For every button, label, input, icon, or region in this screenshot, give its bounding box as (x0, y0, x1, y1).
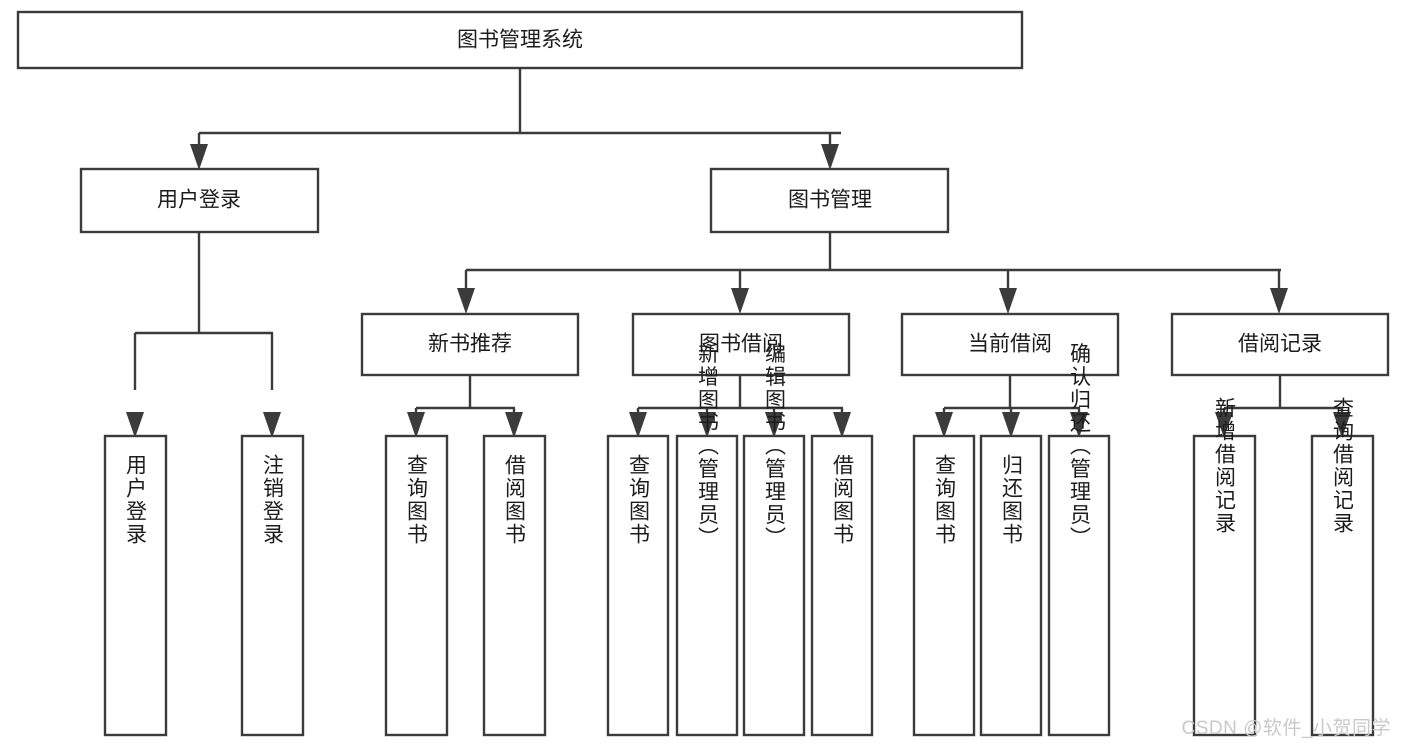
leaf-node-user-login-1[interactable]: 用户登录 (103, 434, 168, 737)
leaf-label: 确认归还（管理员） (1068, 343, 1092, 550)
leaf-node-new-book-2[interactable]: 借阅图书 (482, 434, 547, 737)
arrow-nb-to-leaf-2 (505, 412, 523, 438)
leaf-label: 查询图书 (405, 454, 429, 546)
leaf-label: 新增借阅记录 (1213, 397, 1237, 535)
node-user-login-label: 用户登录 (157, 189, 241, 212)
leaf-node-current-borrow-2[interactable]: 归还图书 (979, 434, 1043, 737)
arrow-cb-to-leaf-1 (935, 412, 953, 438)
leaf-box (606, 434, 670, 737)
leaf-box (1310, 434, 1375, 737)
leaf-box (1192, 434, 1257, 737)
leaf-node-book-borrow-1[interactable]: 查询图书 (606, 434, 670, 737)
node-new-book-recommend-box (360, 312, 580, 377)
leaf-node-borrow-record-1[interactable]: 新增借阅记录 (1192, 397, 1257, 737)
leaf-box (103, 434, 168, 737)
arrow-bb-to-leaf-1 (629, 412, 647, 438)
leaf-box (979, 434, 1043, 737)
leaf-node-book-borrow-3[interactable]: 编辑图书（管理员） (742, 343, 806, 737)
leaf-node-current-borrow-3[interactable]: 确认归还（管理员） (1047, 343, 1111, 737)
node-current-borrow-label: 当前借阅 (968, 333, 1052, 356)
leaf-box (482, 434, 547, 737)
arrow-cb-to-leaf-2 (1002, 412, 1020, 438)
arrow-bm-to-new-book (457, 288, 475, 314)
node-current-borrow[interactable]: 当前借阅 (900, 312, 1120, 377)
arrow-root-to-user-login (190, 144, 208, 170)
arrow-bm-to-book-borrow (731, 288, 749, 314)
leaf-label: 查询图书 (933, 454, 957, 546)
leaf-box (1047, 434, 1111, 737)
leaf-node-book-borrow-4[interactable]: 借阅图书 (810, 434, 874, 737)
leaf-box (675, 434, 739, 737)
leaf-node-book-borrow-2[interactable]: 新增图书（管理员） (675, 343, 739, 737)
node-book-borrow-box (631, 312, 851, 377)
arrow-nb-to-leaf-1 (407, 412, 425, 438)
leaf-label: 借阅图书 (503, 454, 527, 546)
leaf-node-current-borrow-1[interactable]: 查询图书 (912, 434, 976, 737)
leaf-box (810, 434, 874, 737)
node-book-borrow[interactable]: 图书借阅 (631, 312, 851, 377)
node-book-manage-box (709, 167, 950, 234)
arrow-ul-to-leaf-2 (263, 412, 281, 438)
arrow-bb-to-leaf-4 (833, 412, 851, 438)
leaf-label: 编辑图书（管理员） (763, 343, 787, 550)
arrow-root-to-book-manage (821, 144, 839, 170)
connector-group-current-borrow (935, 375, 1088, 438)
leaf-box (240, 434, 305, 737)
leaf-label: 查询借阅记录 (1331, 397, 1355, 535)
arrow-bm-to-current-borrow (999, 288, 1017, 314)
node-new-book-recommend-label: 新书推荐 (428, 333, 512, 356)
arrow-bm-to-borrow-record (1270, 288, 1288, 314)
leaf-node-new-book-1[interactable]: 查询图书 (384, 434, 449, 737)
connector-group-book-borrow (629, 375, 851, 438)
leaf-label: 用户登录 (124, 454, 148, 546)
node-root-label: 图书管理系统 (457, 29, 583, 52)
leaf-label: 新增图书（管理员） (696, 343, 720, 550)
leaf-box (742, 434, 806, 737)
arrow-ul-to-leaf-1 (126, 412, 144, 438)
leaf-label: 归还图书 (1000, 454, 1024, 546)
node-borrow-record-box (1170, 312, 1390, 377)
connector-group-user-login (126, 232, 281, 438)
node-book-manage-label: 图书管理 (788, 189, 872, 212)
connector-group-root (190, 68, 841, 170)
leaf-node-borrow-record-2[interactable]: 查询借阅记录 (1310, 397, 1375, 737)
node-borrow-record[interactable]: 借阅记录 (1170, 312, 1390, 377)
leaf-box (384, 434, 449, 737)
leaf-label: 查询图书 (627, 454, 651, 546)
node-root-box (16, 10, 1024, 70)
connector-group-book-manage (457, 232, 1288, 314)
node-book-manage[interactable]: 图书管理 (709, 167, 950, 234)
node-new-book-recommend[interactable]: 新书推荐 (360, 312, 580, 377)
connector-group-new-book (407, 375, 523, 438)
node-current-borrow-box (900, 312, 1120, 377)
leaf-label: 注销登录 (261, 454, 285, 546)
connector-group-borrow-record (1215, 375, 1351, 438)
node-user-login[interactable]: 用户登录 (79, 167, 320, 234)
leaf-node-user-login-2[interactable]: 注销登录 (240, 434, 305, 737)
leaf-box (912, 434, 976, 737)
node-book-borrow-label: 图书借阅 (699, 333, 783, 356)
node-user-login-box (79, 167, 320, 234)
node-root-system[interactable]: 图书管理系统 (16, 10, 1024, 70)
leaf-label: 借阅图书 (831, 454, 855, 546)
node-borrow-record-label: 借阅记录 (1238, 333, 1322, 356)
